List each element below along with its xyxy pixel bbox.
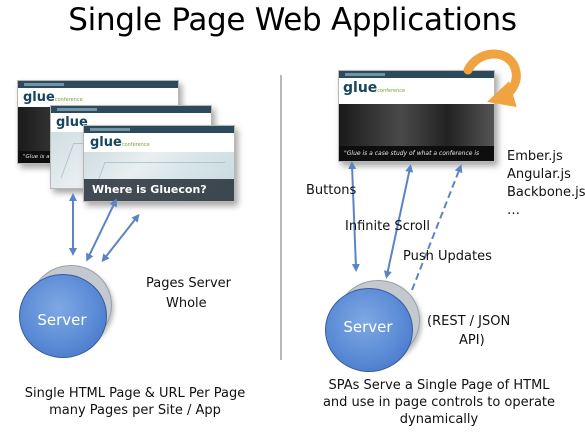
right-caption-line-2: and use in page controls to operate <box>322 395 556 410</box>
logo-text: glue <box>23 90 55 105</box>
right-caption: SPAs Serve a Single Page of HTML and use… <box>293 377 585 428</box>
logo-text: glue <box>56 115 88 130</box>
screenshot-topbar <box>18 81 178 88</box>
framework-more: … <box>507 203 520 218</box>
frameworks-list: Ember.js Angular.js Backbone.js … <box>507 148 585 220</box>
infinite-scroll-label: Infinite Scroll <box>345 219 430 234</box>
request-arrow-3 <box>101 213 140 263</box>
buttons-arrow <box>348 161 360 272</box>
page-screenshot-3: glueconference Where is Gluecon? <box>83 125 235 202</box>
left-caption: Single HTML Page & URL Per Page many Pag… <box>0 385 270 419</box>
left-caption-line-1: Single HTML Page & URL Per Page <box>24 386 246 401</box>
pages-server-label: Pages Server <box>146 276 232 291</box>
framework-backbone: Backbone.js <box>507 185 585 200</box>
glue-logo: glueconference <box>90 135 150 150</box>
screenshot-banner <box>339 104 494 146</box>
glue-logo: glue <box>56 115 88 130</box>
glue-logo: glueconference <box>23 90 83 105</box>
infinite-scroll-arrow <box>383 164 414 279</box>
page-title: Single Page Web Applications <box>68 2 517 38</box>
pages-server-label-2: Whole <box>166 296 207 311</box>
request-arrow-2 <box>86 198 117 262</box>
screenshot-topbar <box>84 126 234 133</box>
right-caption-line-3: dynamically <box>399 412 479 427</box>
column-divider <box>280 75 282 360</box>
push-updates-label: Push Updates <box>403 249 492 264</box>
server-node-right <box>325 288 413 372</box>
glue-logo: glueconference <box>343 80 405 96</box>
server-label-left: Server <box>37 311 87 329</box>
right-caption-line-1: SPAs Serve a Single Page of HTML <box>328 378 550 393</box>
map-caption: Where is Gluecon? <box>84 179 234 201</box>
logo-text: glue <box>90 135 122 150</box>
api-label-2: API) <box>459 333 485 348</box>
logo-subtext: conference <box>377 88 406 94</box>
logo-subtext: conference <box>54 97 83 103</box>
buttons-label: Buttons <box>306 183 357 198</box>
refresh-arrow-icon <box>463 49 521 108</box>
framework-angular: Angular.js <box>507 167 571 182</box>
api-label: (REST / JSON <box>427 314 511 329</box>
screenshot-caption-strip: "Glue is a case study of what a conferen… <box>339 146 494 161</box>
logo-subtext: conference <box>121 142 150 148</box>
spa-screenshot: glueconference "Glue is a case study of … <box>338 70 495 162</box>
server-label-right: Server <box>343 318 393 336</box>
left-caption-line-2: many Pages per Site / App <box>49 403 221 418</box>
logo-text: glue <box>343 80 378 96</box>
screenshot-topbar <box>51 106 211 113</box>
framework-ember: Ember.js <box>507 149 563 164</box>
server-node-left <box>19 274 107 358</box>
screenshot-topbar <box>339 71 494 78</box>
